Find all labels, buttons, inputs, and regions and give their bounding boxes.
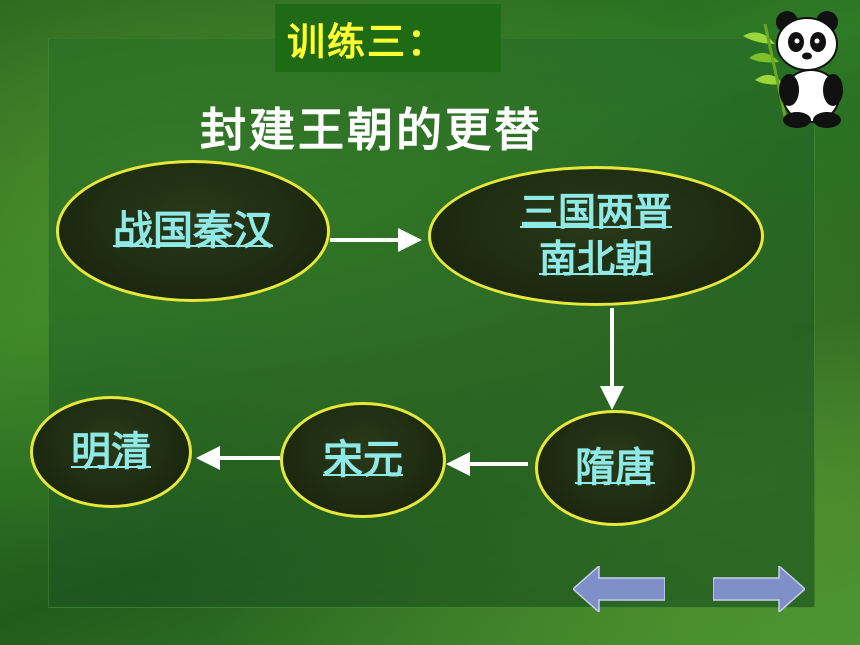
node-sui-tang[interactable]: 隋唐 bbox=[535, 410, 695, 526]
node-three-kingdoms-jin-nanbei[interactable]: 三国两晋 南北朝 bbox=[428, 166, 764, 306]
next-arrow-icon[interactable] bbox=[713, 566, 805, 612]
node-song-yuan[interactable]: 宋元 bbox=[280, 402, 446, 518]
node-label[interactable]: 三国两晋 南北朝 bbox=[520, 189, 672, 284]
panda-icon bbox=[743, 11, 843, 128]
prev-arrow-icon[interactable] bbox=[573, 566, 665, 612]
node-label-line1[interactable]: 三国两晋 bbox=[519, 189, 672, 234]
node-label[interactable]: 隋唐 bbox=[575, 445, 655, 491]
diagram-heading: 封建王朝的更替 bbox=[200, 103, 543, 157]
node-ming-qing[interactable]: 明清 bbox=[30, 396, 192, 508]
node-warring-states-qin-han[interactable]: 战国秦汉 bbox=[56, 160, 330, 302]
node-label[interactable]: 宋元 bbox=[323, 437, 403, 483]
node-label-line2[interactable]: 南北朝 bbox=[538, 237, 653, 281]
node-label[interactable]: 战国秦汉 bbox=[113, 208, 273, 254]
node-label[interactable]: 明清 bbox=[71, 429, 151, 475]
content-frame bbox=[48, 38, 815, 608]
exercise-title: 训练三： bbox=[275, 4, 501, 72]
